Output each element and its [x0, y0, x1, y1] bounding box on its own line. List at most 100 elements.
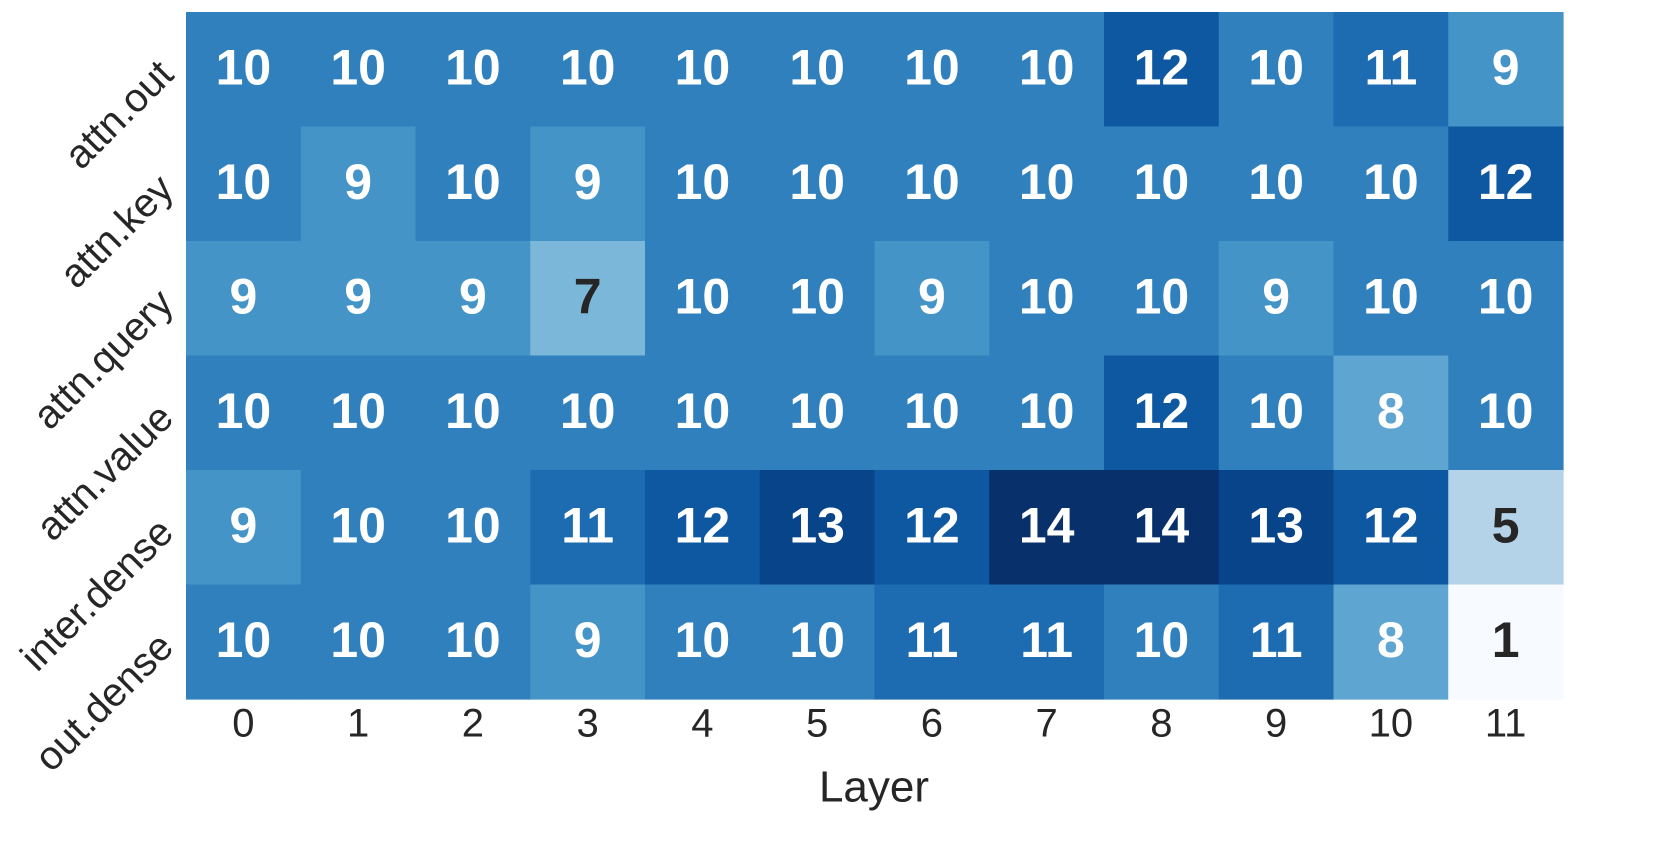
heatmap-cell	[1333, 12, 1449, 128]
cell-value-label: 5	[1492, 497, 1520, 553]
heatmap-cell	[645, 241, 761, 357]
cell-value-label: 10	[789, 39, 845, 95]
heatmap-cell	[1104, 355, 1220, 471]
cell-value-label: 12	[904, 497, 960, 553]
heatmap-cell	[1218, 355, 1335, 471]
cell-value-label: 12	[1478, 154, 1534, 210]
cell-value-label: 10	[1248, 39, 1304, 95]
cell-value-label: 10	[675, 612, 731, 668]
cell-value-label: 10	[675, 154, 731, 210]
cell-value-label: 12	[675, 497, 731, 553]
cell-value-label: 10	[1019, 39, 1075, 95]
cell-value-label: 8	[1377, 612, 1405, 668]
heatmap-cell	[530, 470, 646, 586]
heatmap-cell	[989, 12, 1105, 128]
cell-value-label: 10	[1019, 383, 1075, 439]
heatmap-cell	[300, 241, 417, 357]
heatmap-cell	[1448, 470, 1564, 586]
heatmap-cell	[415, 584, 531, 700]
cell-annotations: 10 10 10 10 10 10 10 10 12 10 11 9 10 9 10 9 10 10 10 10 10 1…	[216, 39, 1534, 668]
heatmap-cell	[1218, 12, 1335, 128]
heatmap-cell	[300, 355, 417, 471]
cell-value-label: 10	[1248, 154, 1304, 210]
heatmap-cell	[186, 470, 302, 586]
cell-value-label: 12	[1134, 39, 1190, 95]
heatmap-cell	[530, 126, 646, 242]
heatmap-cell	[186, 241, 302, 357]
cell-value-label: 10	[445, 383, 501, 439]
heatmap-cell	[1448, 12, 1564, 128]
cell-value-label: 10	[216, 39, 272, 95]
x-tick-label: 2	[462, 702, 484, 746]
cell-value-label: 11	[1364, 39, 1417, 95]
heatmap-cell	[989, 126, 1105, 242]
x-tick-label: 4	[691, 702, 713, 746]
heatmap-cell	[1218, 584, 1335, 700]
heatmap-cell	[759, 241, 876, 357]
cell-value-label: 10	[675, 268, 731, 324]
heatmap-cell	[1104, 12, 1220, 128]
cell-value-label: 10	[904, 383, 960, 439]
heatmap-cell	[1104, 241, 1220, 357]
cell-value-label: 10	[789, 612, 845, 668]
cell-value-label: 11	[905, 612, 958, 668]
x-tick-label: 0	[232, 702, 254, 746]
heatmap-cell	[874, 126, 990, 242]
heatmap-cell	[645, 12, 761, 128]
heatmap-cell	[989, 470, 1105, 586]
heatmap-cell	[1333, 126, 1449, 242]
cell-value-label: 10	[675, 39, 731, 95]
x-tick-label: 7	[1036, 702, 1058, 746]
x-tick-label: 8	[1150, 702, 1172, 746]
cell-value-label: 9	[459, 268, 487, 324]
cell-value-label: 10	[330, 383, 386, 439]
heatmap-cell	[1448, 241, 1564, 357]
heatmap-cell	[645, 584, 761, 700]
cell-value-label: 10	[445, 612, 501, 668]
heatmap-cell	[415, 12, 531, 128]
cell-value-label: 1	[1492, 612, 1520, 668]
heatmap-cell	[1448, 584, 1564, 700]
heatmap-cell	[1333, 355, 1449, 471]
cell-value-label: 10	[1248, 383, 1304, 439]
cell-value-label: 10	[1478, 383, 1534, 439]
cell-value-label: 9	[1262, 268, 1290, 324]
heatmap-cell	[186, 584, 302, 700]
cell-value-label: 9	[229, 497, 257, 553]
heatmap-cell	[300, 470, 417, 586]
cell-value-label: 9	[229, 268, 257, 324]
cell-value-label: 10	[675, 383, 731, 439]
cell-value-label: 10	[560, 383, 616, 439]
cell-value-label: 9	[574, 154, 602, 210]
heatmap-cell	[186, 12, 302, 128]
x-tick-label: 3	[577, 702, 599, 746]
heatmap-cell	[1448, 126, 1564, 242]
cell-value-label: 11	[1250, 612, 1303, 668]
heatmap-cells	[186, 12, 1564, 700]
x-tick-label: 9	[1265, 702, 1287, 746]
cell-value-label: 9	[918, 268, 946, 324]
heatmap-cell	[1333, 470, 1449, 586]
cell-value-label: 10	[216, 154, 272, 210]
heatmap-cell	[300, 12, 417, 128]
heatmap-cell	[989, 584, 1105, 700]
cell-value-label: 10	[445, 39, 501, 95]
cell-value-label: 10	[904, 154, 960, 210]
cell-value-label: 10	[789, 383, 845, 439]
cell-value-label: 11	[561, 497, 614, 553]
heatmap-cell	[1333, 241, 1449, 357]
heatmap-cell	[989, 241, 1105, 357]
cell-value-label: 12	[1363, 497, 1419, 553]
heatmap-cell	[530, 12, 646, 128]
cell-value-label: 12	[1134, 383, 1190, 439]
heatmap-cell	[1218, 241, 1335, 357]
heatmap-cell	[645, 355, 761, 471]
cell-value-label: 13	[1248, 497, 1304, 553]
cell-value-label: 9	[574, 612, 602, 668]
heatmap-cell	[186, 126, 302, 242]
cell-value-label: 10	[445, 497, 501, 553]
heatmap-cell	[759, 126, 876, 242]
cell-value-label: 10	[1019, 268, 1075, 324]
cell-value-label: 10	[330, 612, 386, 668]
